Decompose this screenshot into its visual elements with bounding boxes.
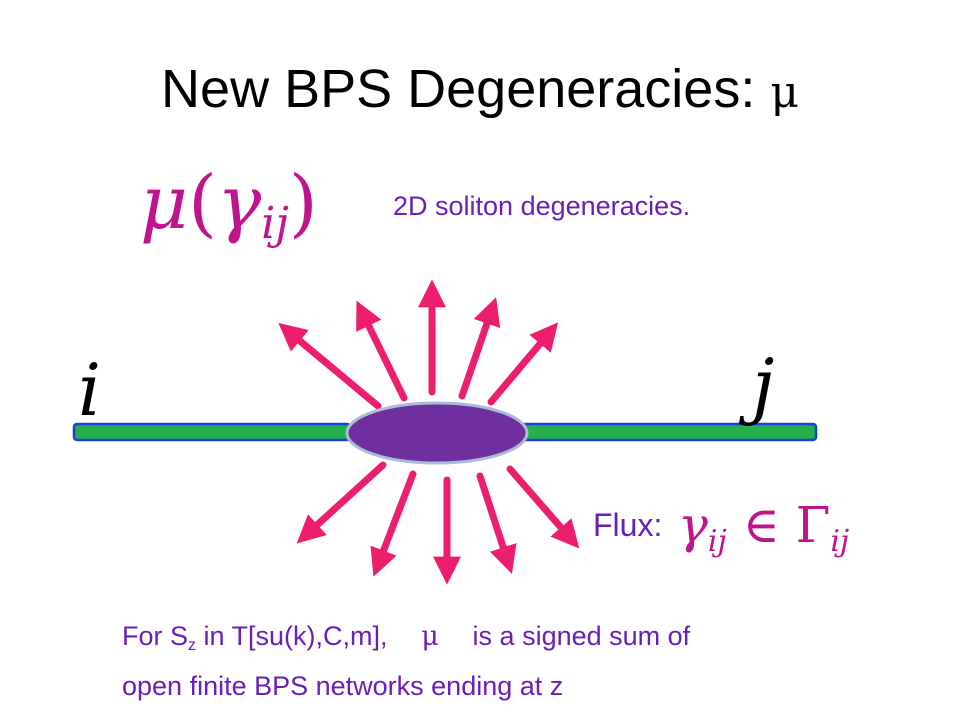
slide-title: New BPS Degeneracies: μ — [0, 58, 960, 120]
flux-formula: γij ∈ Γij — [678, 496, 849, 559]
arrow-down-right — [476, 472, 517, 574]
footer-l1-end: is a signed sum of — [465, 621, 691, 651]
soliton-caption: 2D soliton degeneracies. — [393, 191, 691, 221]
vacuum-label-i: i — [78, 348, 102, 432]
footer-l1-start: For S — [122, 621, 189, 651]
arrow-down-far-left — [296, 461, 387, 544]
arrow-up-far-right — [487, 322, 559, 406]
flux-gamma: γ — [678, 496, 708, 554]
footer-text: For Sz in T[su(k),C,m], μ is a signed su… — [122, 616, 690, 706]
formula-gamma: γ — [216, 160, 262, 246]
formula-close-paren: ) — [288, 160, 318, 246]
title-text: New BPS Degeneracies: — [161, 59, 771, 119]
soliton-core-blob — [345, 401, 529, 465]
flux-gamma-sub: ij — [707, 524, 727, 559]
arrow-up-right — [458, 297, 501, 400]
footer-mu-symbol: μ — [421, 621, 439, 652]
formula-open-paren: ( — [188, 160, 217, 246]
mu-gamma-formula: μ(γij) — [140, 160, 318, 249]
arrow-up-left — [356, 300, 408, 402]
flux-Gamma: Γ — [795, 496, 831, 554]
title-mu-symbol: μ — [770, 67, 799, 118]
flux-label: Flux: — [593, 507, 663, 543]
flux-element-of: ∈ — [726, 496, 796, 554]
left-vacuum-rod — [72, 422, 352, 442]
arrow-up-far-left — [278, 322, 382, 410]
arrow-down-left — [370, 470, 417, 577]
footer-line-2: open finite BPS networks ending at z — [122, 671, 564, 701]
footer-l1-middle: in T[su(k),C,m], — [196, 621, 396, 651]
flux-Gamma-sub: ij — [830, 524, 850, 559]
arrow-down-far-right — [506, 465, 580, 549]
footer-line-1: For Sz in T[su(k),C,m], μ is a signed su… — [122, 616, 690, 666]
formula-mu: μ — [140, 160, 189, 246]
footer-l1-subscript: z — [188, 637, 197, 654]
formula-subscript: ij — [261, 198, 289, 249]
vacuum-label-j: j — [752, 343, 775, 427]
